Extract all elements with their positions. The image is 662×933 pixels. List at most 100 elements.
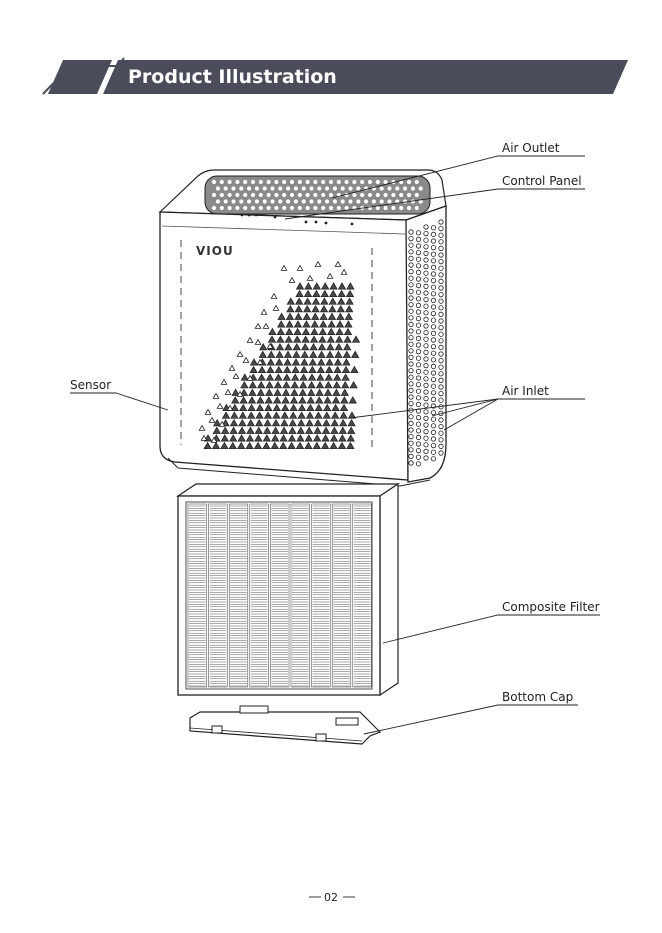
leader-composite-filter xyxy=(383,615,600,643)
outlet-hole xyxy=(337,206,341,210)
side-hole xyxy=(424,297,428,301)
side-hole xyxy=(424,344,428,348)
panel-indicator xyxy=(241,214,244,217)
outlet-hole xyxy=(235,193,239,197)
page-number: 02 xyxy=(324,891,338,904)
side-hole xyxy=(439,424,443,428)
side-hole xyxy=(416,363,420,367)
outlet-hole xyxy=(313,180,317,184)
outlet-hole xyxy=(313,206,317,210)
outlet-hole xyxy=(333,199,337,203)
side-hole xyxy=(409,335,413,339)
side-hole xyxy=(424,350,428,354)
outlet-hole xyxy=(216,186,220,190)
side-hole xyxy=(416,244,420,248)
outlet-hole xyxy=(387,186,391,190)
label-air-outlet: Air Outlet xyxy=(502,141,560,155)
side-hole xyxy=(409,342,413,346)
label-air-inlet: Air Inlet xyxy=(502,384,549,398)
side-hole xyxy=(431,226,435,230)
outlet-hole xyxy=(356,186,360,190)
side-hole xyxy=(431,239,435,243)
side-hole xyxy=(439,378,443,382)
outlet-hole xyxy=(333,186,337,190)
outlet-hole xyxy=(368,180,372,184)
side-hole xyxy=(416,277,420,281)
side-hole xyxy=(424,363,428,367)
outlet-hole xyxy=(329,206,333,210)
outlet-hole xyxy=(259,193,263,197)
outlet-hole xyxy=(352,180,356,184)
side-hole xyxy=(439,279,443,283)
outlet-hole xyxy=(274,180,278,184)
side-hole xyxy=(424,251,428,255)
side-hole xyxy=(416,264,420,268)
side-hole xyxy=(439,220,443,224)
outlet-hole xyxy=(251,206,255,210)
side-hole xyxy=(424,436,428,440)
side-hole xyxy=(416,330,420,334)
side-hole xyxy=(409,302,413,306)
outlet-hole xyxy=(228,180,232,184)
outlet-hole xyxy=(341,186,345,190)
outlet-hole xyxy=(259,206,263,210)
outlet-hole xyxy=(415,193,419,197)
outlet-hole xyxy=(255,186,259,190)
outlet-hole xyxy=(345,206,349,210)
outlet-hole xyxy=(224,199,228,203)
side-hole xyxy=(431,311,435,315)
outlet-hole xyxy=(321,206,325,210)
panel-indicator xyxy=(305,221,308,224)
outlet-hole xyxy=(243,206,247,210)
side-hole xyxy=(431,298,435,302)
side-hole xyxy=(416,316,420,320)
filter-side-face xyxy=(380,484,398,695)
side-hole xyxy=(424,403,428,407)
outlet-hole xyxy=(231,199,235,203)
side-hole xyxy=(439,286,443,290)
side-hole xyxy=(409,309,413,313)
outlet-hole xyxy=(278,186,282,190)
outlet-hole xyxy=(278,199,282,203)
label-bottom-cap: Bottom Cap xyxy=(502,690,573,704)
side-hole xyxy=(416,396,420,400)
side-hole xyxy=(431,344,435,348)
outlet-hole xyxy=(395,186,399,190)
side-hole xyxy=(416,303,420,307)
outlet-hole xyxy=(380,199,384,203)
side-hole xyxy=(424,271,428,275)
side-hole xyxy=(439,345,443,349)
outlet-hole xyxy=(399,193,403,197)
side-hole xyxy=(416,448,420,452)
side-hole xyxy=(439,451,443,455)
side-hole xyxy=(439,372,443,376)
side-hole xyxy=(424,291,428,295)
side-hole xyxy=(416,442,420,446)
side-hole xyxy=(416,462,420,466)
side-hole xyxy=(431,391,435,395)
section-header: Product Illustration xyxy=(43,58,628,94)
outlet-hole xyxy=(321,193,325,197)
outlet-hole xyxy=(298,206,302,210)
side-hole xyxy=(416,297,420,301)
page-title: Product Illustration xyxy=(128,66,337,88)
side-hole xyxy=(416,382,420,386)
side-hole xyxy=(416,323,420,327)
side-hole xyxy=(416,415,420,419)
side-hole xyxy=(409,236,413,240)
outlet-hole xyxy=(329,180,333,184)
outlet-hole xyxy=(286,186,290,190)
cap-clip xyxy=(336,718,358,725)
side-hole xyxy=(439,431,443,435)
side-hole xyxy=(424,383,428,387)
side-hole xyxy=(409,349,413,353)
side-hole xyxy=(424,238,428,242)
side-hole xyxy=(431,397,435,401)
label-control-panel: Control Panel xyxy=(502,174,582,188)
panel-indicator xyxy=(274,216,277,219)
outlet-hole xyxy=(216,199,220,203)
side-hole xyxy=(424,416,428,420)
outlet-hole xyxy=(309,199,313,203)
outlet-hole xyxy=(212,206,216,210)
